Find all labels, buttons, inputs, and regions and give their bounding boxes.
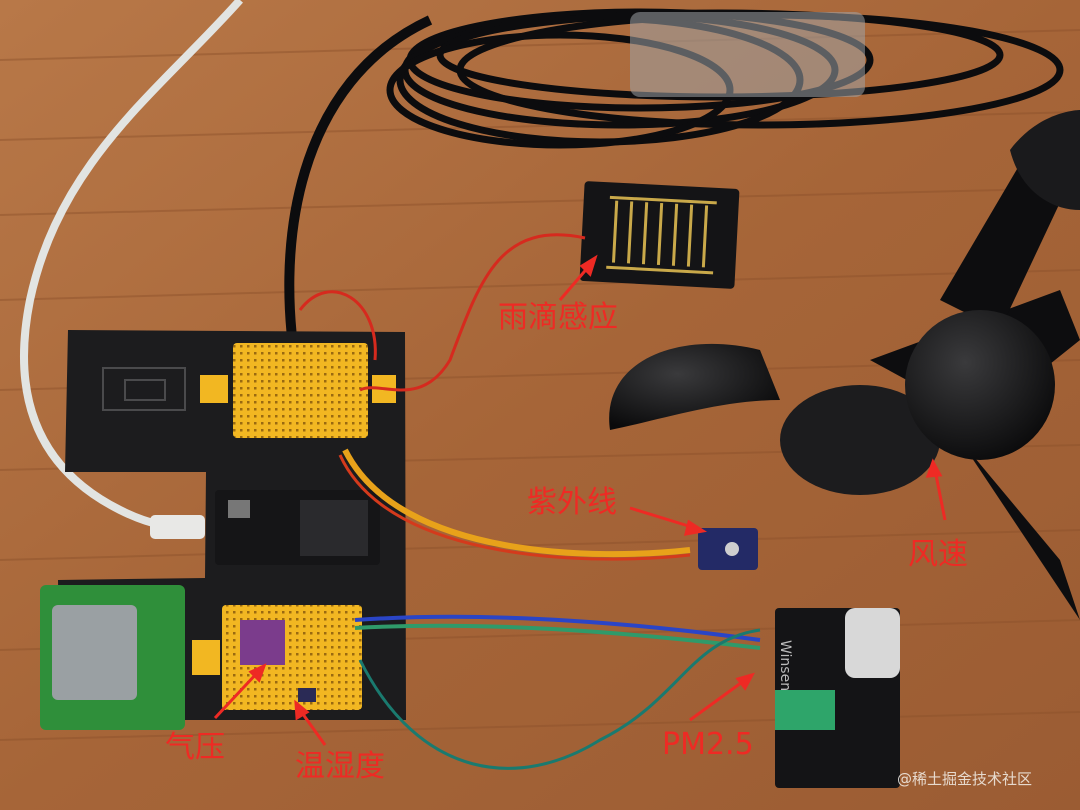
pm-brand-text: Winsen xyxy=(777,640,793,692)
pressure-module xyxy=(240,620,285,665)
label-pressure: 气压 xyxy=(165,730,225,765)
annotation-arrows xyxy=(213,254,947,746)
label-uv: 紫外线 xyxy=(527,485,617,520)
uv-wire xyxy=(342,448,691,558)
cable-to-board xyxy=(284,15,433,391)
rain-wire xyxy=(359,233,586,392)
pm-wire xyxy=(354,614,761,642)
label-pm: PM2.5 xyxy=(662,727,754,762)
usb-plug xyxy=(150,515,205,539)
breadboard-top xyxy=(233,343,368,438)
label-rain: 雨滴感应 xyxy=(498,300,618,335)
sensor-footprint xyxy=(102,367,186,411)
label-humidity: 温湿度 xyxy=(295,749,385,784)
anemometer xyxy=(609,110,1080,620)
tape-wrap xyxy=(630,12,865,97)
humidity-module xyxy=(298,688,316,702)
usb-cable xyxy=(20,0,243,532)
label-wind: 风速 xyxy=(908,537,968,572)
watermark: @稀土掘金技术社区 xyxy=(897,770,1033,788)
